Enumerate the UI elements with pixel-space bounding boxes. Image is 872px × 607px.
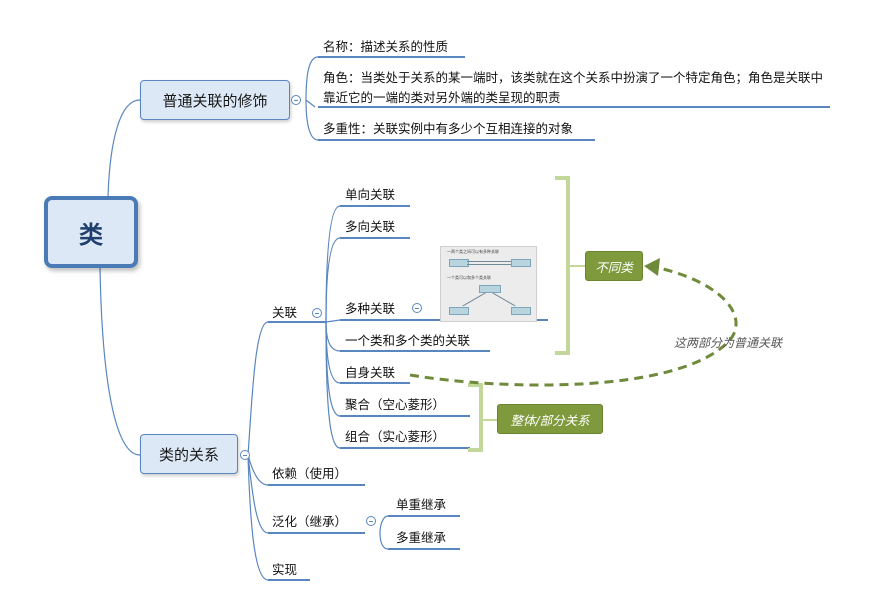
modifier-multiplicity[interactable]: 多重性：关联实例中有多少个互相连接的对象 — [323, 121, 574, 136]
thumb-class-box — [479, 285, 501, 293]
dashed-arrow-note: 这两部分为普通关联 — [674, 336, 783, 350]
callout-different-class[interactable]: 不同类 — [585, 251, 643, 281]
assoc-one-to-many[interactable]: 一个类和多个类的关联 — [345, 333, 471, 348]
gen-single[interactable]: 单重继承 — [396, 497, 447, 512]
collapse-generalization-icon[interactable] — [366, 516, 376, 526]
topic-generalization[interactable]: 泛化（继承） — [272, 514, 348, 529]
topic-dependency[interactable]: 依赖（使用） — [272, 466, 348, 481]
modifier-name[interactable]: 名称：描述关系的性质 — [323, 39, 449, 54]
thumb-class-box — [449, 307, 469, 315]
modifier-role[interactable]: 角色：当类处于关系的某一端时，该类就在这个关系中扮演了一个特定角色；角色是关联中… — [323, 70, 824, 105]
thumb-class-box — [511, 259, 531, 267]
collapse-multiple-icon[interactable] — [412, 303, 422, 313]
assoc-composition[interactable]: 组合（实心菱形） — [345, 429, 446, 444]
assoc-self[interactable]: 自身关联 — [345, 365, 396, 380]
callout-whole-part-label: 整体/部分关系 — [510, 412, 590, 428]
thumb-link — [462, 292, 486, 307]
callout-whole-part[interactable]: 整体/部分关系 — [497, 404, 603, 434]
arrowhead — [644, 258, 660, 276]
thumb-link — [467, 261, 511, 262]
multiple-association-thumbnail[interactable]: 一两个类之间可以有多种关联 一个类可以和多个类关联 — [440, 246, 537, 322]
thumb-link — [492, 292, 516, 307]
collapse-modifiers-icon[interactable] — [291, 95, 301, 105]
thumb-link — [467, 264, 511, 265]
collapse-association-icon[interactable] — [312, 308, 322, 318]
gen-multiple[interactable]: 多重继承 — [396, 530, 447, 545]
assoc-unidirectional[interactable]: 单向关联 — [345, 187, 396, 202]
topic-modifiers[interactable]: 普通关联的修饰 — [140, 80, 290, 120]
topic-association[interactable]: 关联 — [272, 305, 298, 320]
assoc-multidirectional[interactable]: 多向关联 — [345, 219, 396, 234]
root-label: 类 — [79, 220, 103, 249]
thumb-caption-top: 一两个类之间可以有多种关联 — [447, 249, 499, 254]
topic-relations-label: 类的关系 — [158, 445, 219, 464]
dashed-arrow — [409, 264, 738, 387]
assoc-aggregation[interactable]: 聚合（空心菱形） — [345, 397, 446, 412]
topic-relations[interactable]: 类的关系 — [140, 434, 238, 474]
topic-realization[interactable]: 实现 — [272, 562, 298, 577]
collapse-relations-icon[interactable] — [240, 450, 250, 460]
topic-modifiers-label: 普通关联的修饰 — [162, 91, 268, 110]
thumb-class-box — [449, 259, 469, 267]
thumb-caption-bottom: 一个类可以和多个类关联 — [447, 275, 491, 280]
assoc-multiple[interactable]: 多种关联 — [345, 301, 396, 316]
bracket-whole-part — [468, 383, 483, 452]
thumb-class-box — [511, 307, 531, 315]
root-topic[interactable]: 类 — [44, 196, 138, 268]
bracket-different-class — [555, 176, 570, 355]
callout-different-class-label: 不同类 — [595, 259, 633, 275]
